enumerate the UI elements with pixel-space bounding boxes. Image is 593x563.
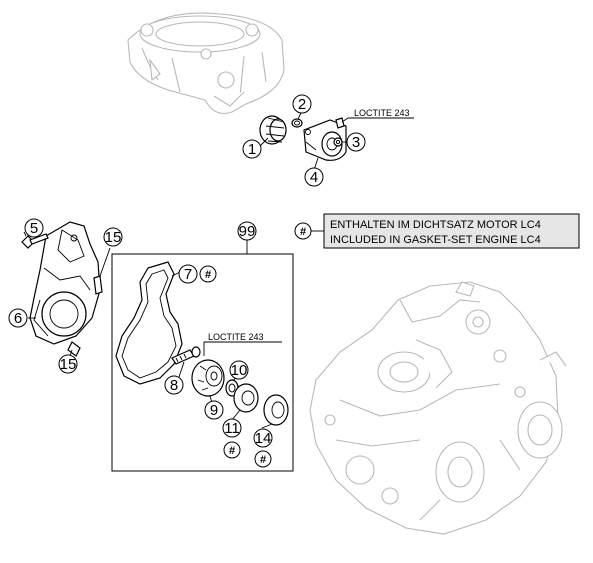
legend-line-en: INCLUDED IN GASKET-SET ENGINE LC4 [330, 234, 541, 246]
callout-5-label: 5 [30, 220, 38, 237]
thermostat-cover-part [303, 119, 347, 161]
callout-8: 8 [164, 375, 184, 395]
callout-6: 6 [8, 308, 28, 328]
o-ring-kit-part [191, 346, 201, 358]
callout-11-label: 11 [224, 420, 240, 437]
callout-6-label: 6 [14, 310, 22, 327]
callout-15a: 15 [103, 227, 123, 247]
cylinder-ghost [127, 12, 285, 115]
callout-15b-label: 15 [60, 356, 77, 373]
bearing-part-14 [263, 394, 289, 426]
water-pump-cover-part [29, 221, 101, 345]
callout-11: 11 [222, 418, 242, 438]
thermostat-part [259, 115, 287, 145]
svg-text:#: # [205, 269, 211, 281]
callout-15a-label: 15 [105, 229, 122, 246]
loctite-label-top: LOCTITE 243 [354, 108, 410, 118]
repair-kit-box [111, 240, 294, 472]
svg-text:#: # [260, 454, 266, 466]
gasket-part [115, 261, 183, 385]
callout-14-label: 14 [255, 430, 272, 447]
legend-box [323, 213, 580, 249]
callout-99: 99 [237, 221, 257, 241]
callout-2: 2 [292, 94, 312, 114]
hash-marker-11: # [223, 441, 241, 459]
hash-marker-7: # [199, 265, 217, 283]
engine-crankcase-ghost [309, 281, 567, 535]
callout-8-label: 8 [170, 377, 178, 394]
legend: # ENTHALTEN IM DICHTSATZ MOTOR LC4 INCLU… [294, 213, 580, 249]
callout-9: 9 [204, 400, 224, 420]
impeller-part-9 [191, 359, 225, 397]
hash-marker-14: # [254, 450, 272, 468]
callout-14: 14 [253, 428, 273, 448]
loctite-label-kit: LOCTITE 243 [208, 332, 264, 342]
bolt-part-15a [93, 275, 103, 295]
bolt-part-15b [67, 341, 81, 357]
water-pump-cover-group [21, 221, 103, 357]
callout-3-label: 3 [352, 134, 360, 151]
callout-4: 4 [304, 167, 324, 187]
legend-line-de: ENTHALTEN IM DICHTSATZ MOTOR LC4 [330, 219, 541, 231]
bolt-part-5 [21, 233, 49, 249]
callout-3: 3 [346, 132, 366, 152]
callout-7: 7 [178, 264, 198, 284]
callout-10: 10 [229, 360, 249, 380]
callout-7-label: 7 [184, 266, 192, 283]
callout-5: 5 [24, 218, 44, 238]
svg-text:#: # [229, 445, 235, 457]
callout-15b: 15 [58, 354, 78, 374]
callout-1: 1 [242, 139, 262, 159]
callout-4-label: 4 [310, 169, 318, 186]
callout-99-label: 99 [239, 223, 256, 240]
nut-part [333, 137, 343, 147]
callout-1-label: 1 [248, 141, 256, 158]
seal-part-11 [233, 383, 259, 413]
o-ring-part [291, 118, 303, 128]
legend-hash-marker: # [294, 222, 312, 240]
svg-text:#: # [300, 226, 306, 238]
callout-2-label: 2 [298, 96, 306, 113]
callout-9-label: 9 [210, 402, 218, 419]
callout-10-label: 10 [231, 362, 248, 379]
thermostat-group [259, 115, 347, 161]
